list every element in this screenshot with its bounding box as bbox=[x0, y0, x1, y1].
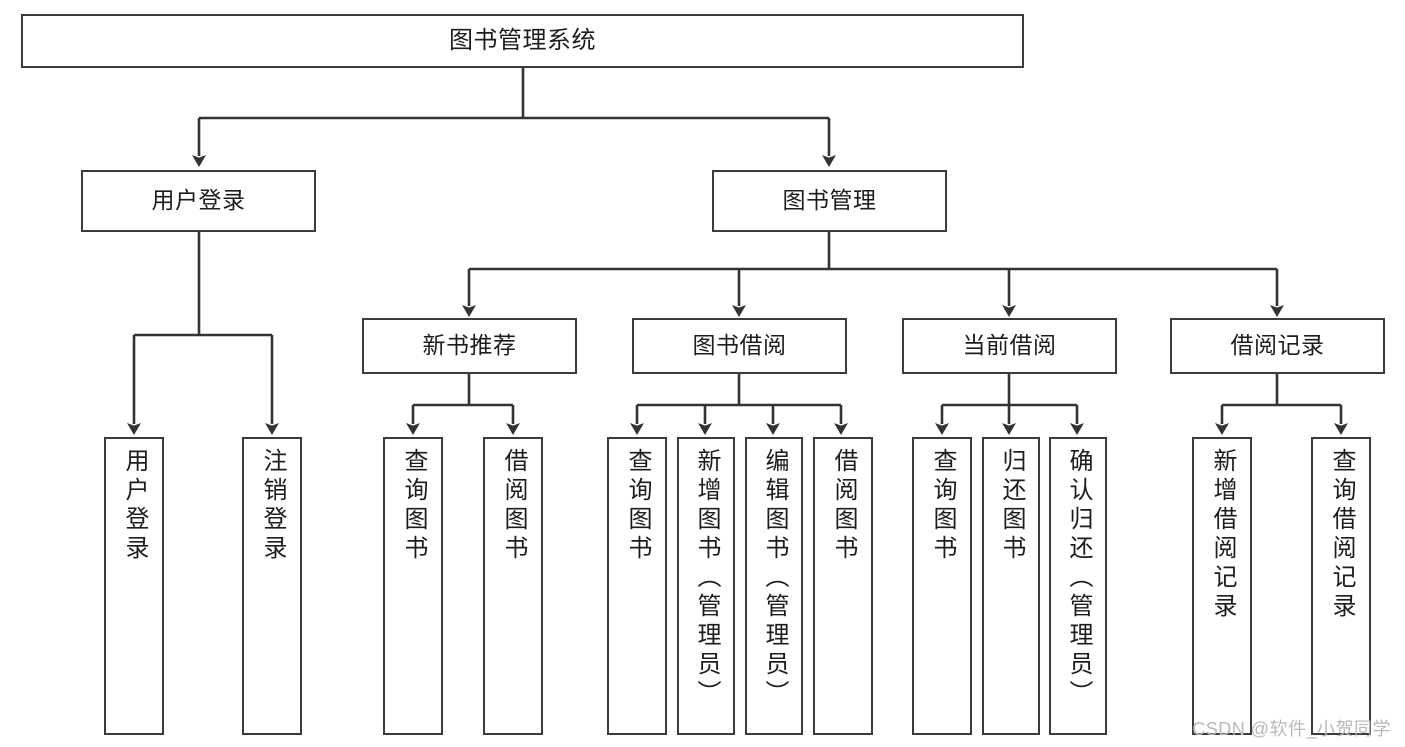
node-leaf-query-borrow-record[interactable]: 查询借阅记录 bbox=[1311, 437, 1371, 735]
node-label: 借阅图书 bbox=[830, 448, 857, 564]
node-user-login[interactable]: 用户登录 bbox=[81, 170, 316, 232]
node-leaf-user-login[interactable]: 用户登录 bbox=[104, 437, 164, 735]
node-current-borrow[interactable]: 当前借阅 bbox=[902, 318, 1117, 374]
node-new-book-recommend[interactable]: 新书推荐 bbox=[362, 318, 577, 374]
node-label: 查询图书 bbox=[624, 448, 651, 564]
node-leaf-query-book-recommend[interactable]: 查询图书 bbox=[383, 437, 443, 735]
node-label: 查询图书 bbox=[400, 448, 427, 564]
node-label: 图书管理 bbox=[782, 187, 877, 214]
node-label: 查询借阅记录 bbox=[1328, 448, 1355, 622]
node-book-management[interactable]: 图书管理 bbox=[712, 170, 947, 232]
watermark: CSDN @软件_小贺同学 bbox=[1192, 719, 1391, 739]
node-label: 查询图书 bbox=[929, 448, 956, 564]
node-leaf-add-book-admin[interactable]: 新增图书（管理员） bbox=[677, 437, 735, 735]
node-label: 编辑图书（管理员） bbox=[761, 448, 788, 709]
node-label: 借阅记录 bbox=[1230, 332, 1325, 359]
node-label: 图书借阅 bbox=[692, 332, 787, 359]
node-label: 用户登录 bbox=[151, 187, 246, 214]
node-leaf-add-borrow-record[interactable]: 新增借阅记录 bbox=[1192, 437, 1252, 735]
node-leaf-query-book-current[interactable]: 查询图书 bbox=[912, 437, 972, 735]
node-leaf-return-book[interactable]: 归还图书 bbox=[982, 437, 1040, 735]
node-label: 新书推荐 bbox=[422, 332, 517, 359]
node-leaf-confirm-return-admin[interactable]: 确认归还（管理员） bbox=[1049, 437, 1107, 735]
node-book-borrow[interactable]: 图书借阅 bbox=[632, 318, 847, 374]
node-leaf-borrow-book-recommend[interactable]: 借阅图书 bbox=[483, 437, 543, 735]
node-label: 注销登录 bbox=[259, 448, 286, 564]
node-label: 新增借阅记录 bbox=[1209, 448, 1236, 622]
node-label: 借阅图书 bbox=[500, 448, 527, 564]
node-label: 确认归还（管理员） bbox=[1065, 448, 1092, 709]
node-label: 图书管理系统 bbox=[449, 26, 596, 54]
node-leaf-query-book-borrow[interactable]: 查询图书 bbox=[607, 437, 667, 735]
node-label: 用户登录 bbox=[121, 448, 148, 564]
node-leaf-logout[interactable]: 注销登录 bbox=[242, 437, 302, 735]
node-label: 归还图书 bbox=[998, 448, 1025, 564]
node-label: 新增图书（管理员） bbox=[693, 448, 720, 709]
node-leaf-borrow-book[interactable]: 借阅图书 bbox=[813, 437, 873, 735]
node-root-system[interactable]: 图书管理系统 bbox=[21, 14, 1024, 68]
node-leaf-edit-book-admin[interactable]: 编辑图书（管理员） bbox=[745, 437, 803, 735]
node-label: 当前借阅 bbox=[962, 332, 1057, 359]
node-borrow-record[interactable]: 借阅记录 bbox=[1170, 318, 1385, 374]
